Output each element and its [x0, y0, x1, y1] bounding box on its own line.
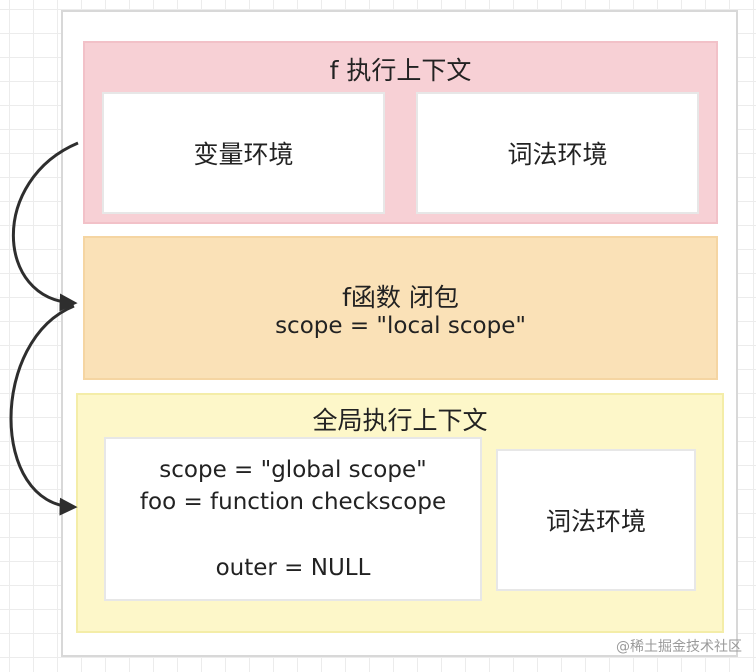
- f-variable-environment-label: 变量环境: [193, 140, 294, 169]
- global-context-title: 全局执行上下文: [312, 406, 488, 435]
- f-context-title: f 执行上下文: [329, 56, 472, 85]
- watermark: @稀土掘金技术社区: [616, 639, 742, 655]
- f-lexical-environment-label: 词法环境: [507, 140, 608, 169]
- closure-title: f函数 闭包: [342, 283, 459, 312]
- global-lexical-environment-label: 词法环境: [545, 507, 646, 536]
- global-lexical-environment-box: 词法环境: [496, 449, 696, 591]
- f-closure: f函数 闭包 scope = "local scope": [83, 236, 718, 380]
- closure-scope-line: scope = "local scope": [275, 313, 526, 339]
- f-variable-environment-box: 变量环境: [102, 92, 385, 214]
- global-outer-line: outer = NULL: [215, 555, 371, 581]
- global-foo-line: foo = function checkscope: [139, 489, 447, 515]
- f-lexical-environment-box: 词法环境: [416, 92, 699, 214]
- global-scope-line: scope = "global scope": [159, 457, 427, 483]
- global-variable-environment-box: scope = "global scope" foo = function ch…: [104, 437, 482, 601]
